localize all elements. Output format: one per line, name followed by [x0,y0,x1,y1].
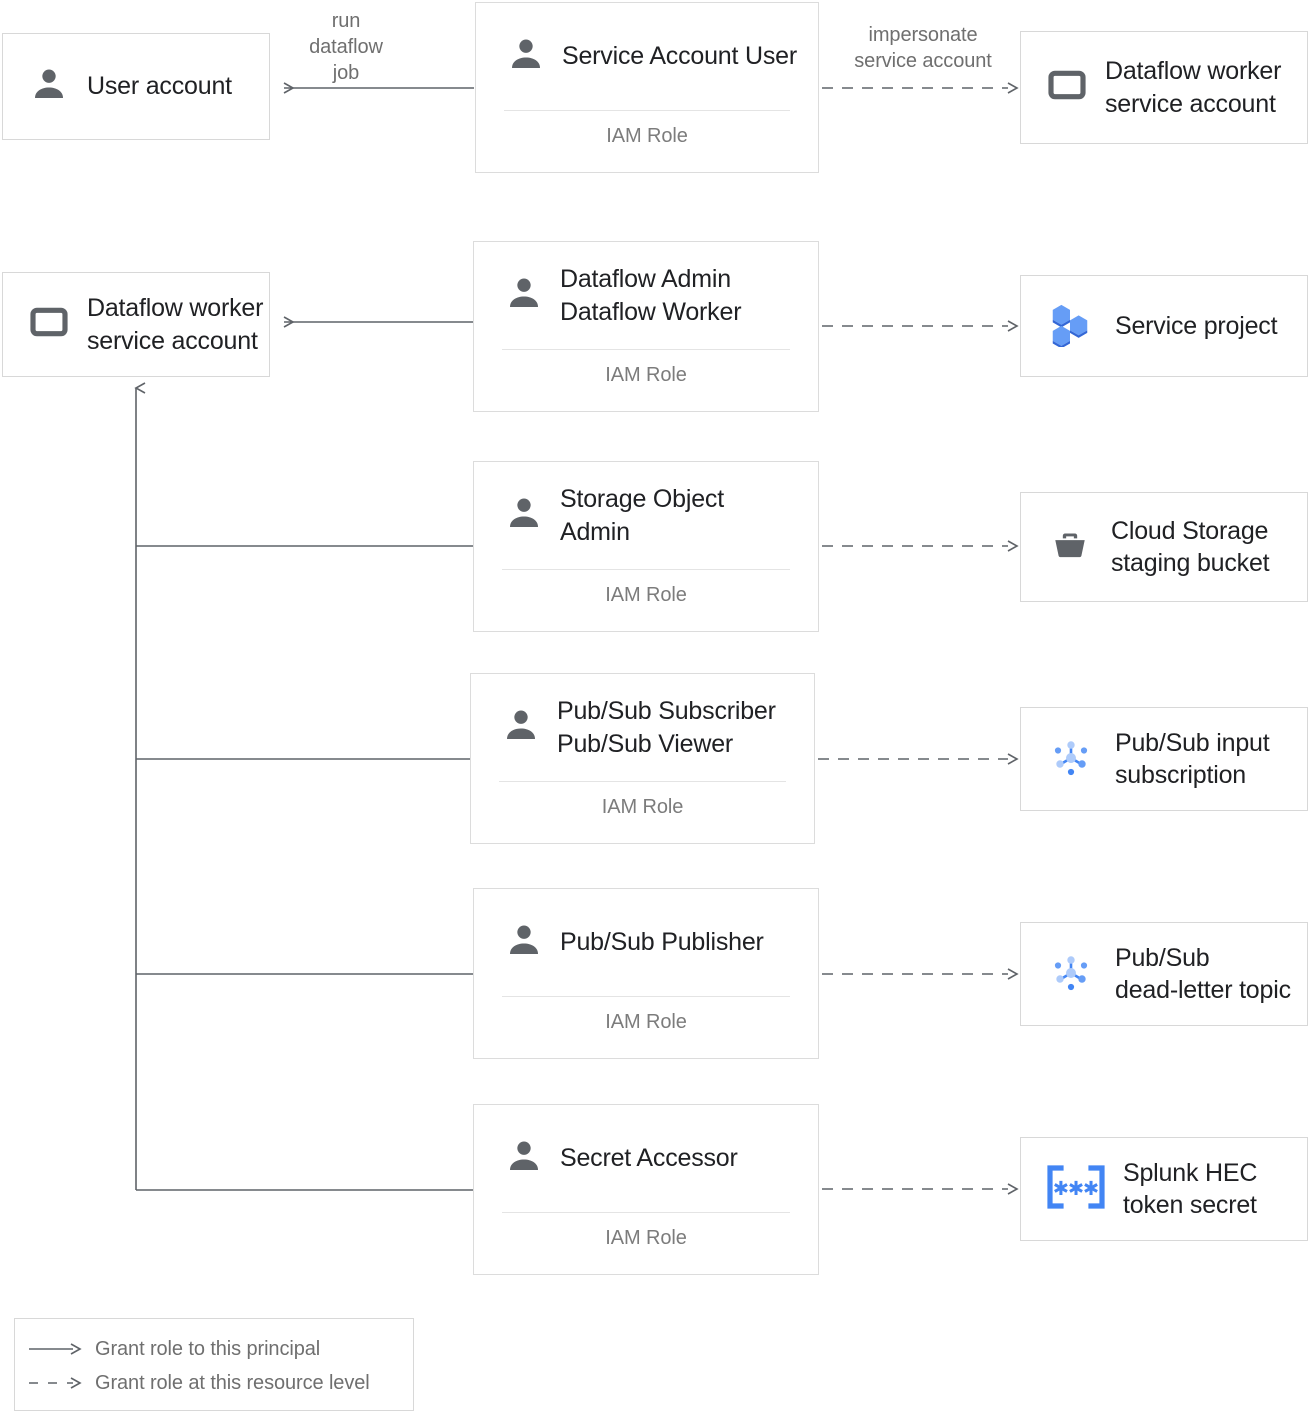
resource-service-project[interactable]: Service project [1020,275,1308,377]
person-icon [504,1136,544,1181]
principal-user-account-label: User account [87,72,232,101]
role-card-service-account-user[interactable]: Service Account User IAM Role [475,2,819,173]
card-divider [502,349,790,350]
legend-item-grant-role-at-resource-level: Grant role at this resource level [15,1366,413,1400]
resource-pubsub-dead-letter-topic-label: Pub/Sub dead-letter topic [1115,943,1291,1005]
resource-cloud-storage-staging-bucket-label: Cloud Storage staging bucket [1111,516,1270,578]
role-card-dataflow-admin-worker-footer: IAM Role [605,364,687,386]
card-divider [504,110,790,111]
person-icon [506,34,546,79]
resource-dataflow-worker-service-account[interactable]: Dataflow worker service account [1020,31,1308,144]
person-icon [29,64,69,109]
legend-item-grant-role-at-resource-level-label: Grant role at this resource level [95,1371,370,1394]
bucket-icon [1049,524,1091,571]
role-card-dataflow-admin-worker-title: Dataflow Admin Dataflow Worker [560,265,742,326]
svg-text:✱✱✱: ✱✱✱ [1053,1172,1098,1201]
role-card-secret-accessor-title: Secret Accessor [560,1144,738,1173]
legend: Grant role to this principal Grant role … [14,1318,414,1411]
resource-splunk-hec-token-secret-label: Splunk HEC token secret [1123,1158,1258,1220]
principal-user-account[interactable]: User account [2,33,270,140]
role-card-pubsub-subscriber-viewer[interactable]: Pub/Sub Subscriber Pub/Sub Viewer IAM Ro… [470,673,815,844]
service-account-icon [29,302,69,347]
card-divider [502,996,790,997]
role-card-pubsub-publisher[interactable]: Pub/Sub Publisher IAM Role [473,888,819,1059]
resource-pubsub-input-subscription-label: Pub/Sub input subscription [1115,728,1270,790]
role-card-storage-object-admin-footer: IAM Role [605,584,687,606]
role-card-secret-accessor[interactable]: Secret Accessor IAM Role [473,1104,819,1275]
role-card-service-account-user-footer: IAM Role [606,125,688,147]
person-icon [504,493,544,538]
card-divider [502,1212,790,1213]
role-card-secret-accessor-footer: IAM Role [605,1227,687,1249]
dashed-arrow-icon [15,1376,95,1390]
edge-label-impersonate-service-account: impersonate service account [854,24,992,72]
resource-service-project-label: Service project [1115,311,1278,340]
edge-label-run-dataflow-job: run dataflow job [309,10,383,84]
person-icon [504,273,544,318]
role-card-pubsub-subscriber-viewer-title: Pub/Sub Subscriber Pub/Sub Viewer [557,697,776,758]
resource-cloud-storage-staging-bucket[interactable]: Cloud Storage staging bucket [1020,492,1308,602]
solid-arrow-icon [15,1342,95,1356]
secret-icon: ✱✱✱ [1045,1164,1107,1215]
project-hexagons-icon [1047,301,1093,352]
legend-item-grant-role-to-principal: Grant role to this principal [15,1332,413,1366]
card-divider [499,781,786,782]
service-account-icon [1047,65,1087,110]
pubsub-icon [1047,948,1095,1001]
person-icon [501,705,541,750]
role-card-pubsub-publisher-footer: IAM Role [605,1011,687,1033]
resource-splunk-hec-token-secret[interactable]: ✱✱✱ Splunk HEC token secret [1020,1137,1308,1241]
card-divider [502,569,790,570]
principal-dataflow-worker-service-account-label: Dataflow worker service account [87,294,264,355]
role-card-storage-object-admin-title: Storage Object Admin [560,485,724,546]
role-card-pubsub-subscriber-viewer-footer: IAM Role [601,796,684,818]
role-card-storage-object-admin[interactable]: Storage Object Admin IAM Role [473,461,819,632]
role-card-dataflow-admin-worker[interactable]: Dataflow Admin Dataflow Worker IAM Role [473,241,819,412]
pubsub-icon [1047,733,1095,786]
legend-item-grant-role-to-principal-label: Grant role to this principal [95,1337,321,1360]
resource-dataflow-worker-service-account-label: Dataflow worker service account [1105,57,1282,118]
principal-dataflow-worker-service-account[interactable]: Dataflow worker service account [2,272,270,377]
resource-pubsub-dead-letter-topic[interactable]: Pub/Sub dead-letter topic [1020,922,1308,1026]
role-card-service-account-user-title: Service Account User [562,42,797,71]
person-icon [504,920,544,965]
resource-pubsub-input-subscription[interactable]: Pub/Sub input subscription [1020,707,1308,811]
role-card-pubsub-publisher-title: Pub/Sub Publisher [560,928,764,957]
